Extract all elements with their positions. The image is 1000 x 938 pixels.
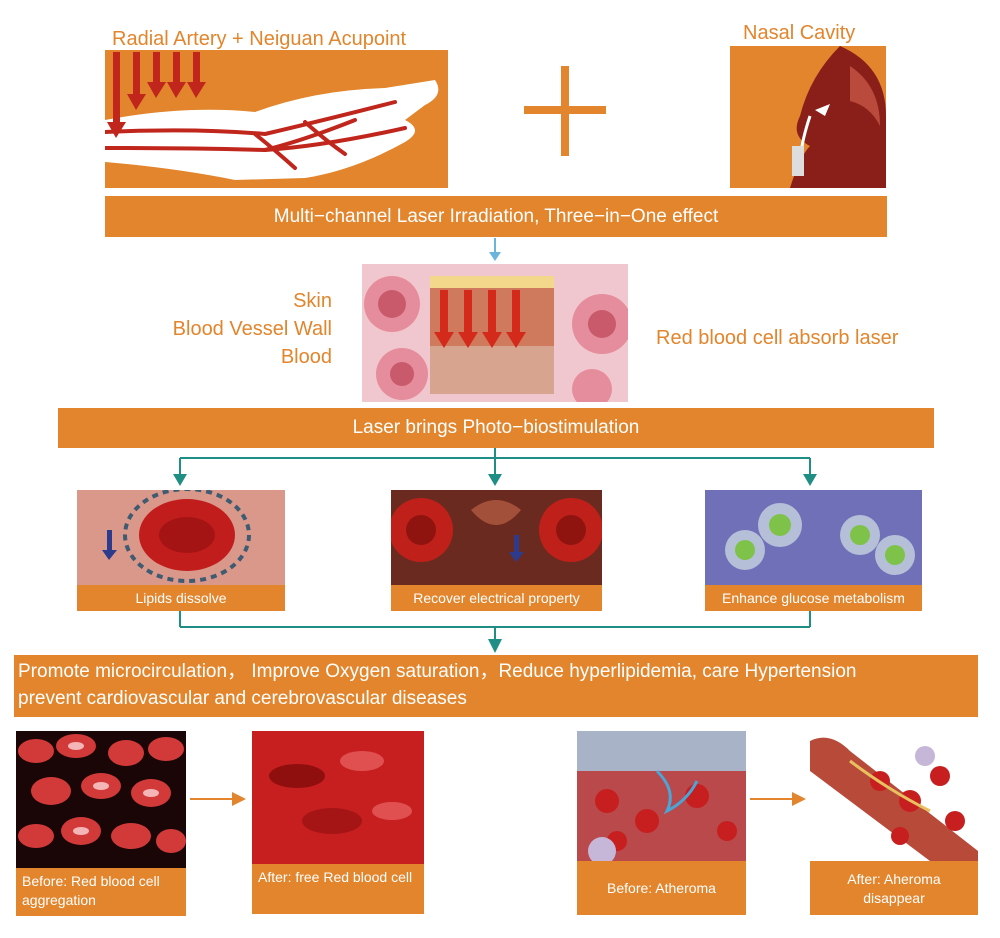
after-rbc-caption: After: free Red blood cell [252,864,424,914]
enhance-glucose-caption: Enhance glucose metabolism [705,585,922,611]
blood-cells-image [362,264,628,402]
arrow-right-icon [190,789,246,809]
benefits-line-2: prevent cardiovascular and cerebrovascul… [18,688,467,709]
before-atheroma-caption: Before: Atheroma [577,861,746,915]
recover-electrical-caption: Recover electrical property [391,585,602,611]
glucose-image [705,490,922,585]
merge-connector [170,611,820,655]
electrical-image [391,490,602,585]
wrist-image [105,50,448,188]
wrist-label: Radial Artery + Neiguan Acupoint [112,28,407,50]
rbc-aggregation-image [16,731,186,868]
benefits-line-1: Promote microcirculation， Improve Oxygen… [18,661,857,682]
after-atheroma-caption: After: Aheroma disappear [810,861,978,915]
lipids-image [77,490,285,585]
down-arrow-icon [488,238,502,262]
atheroma-before-image [577,731,746,861]
nasal-label: Nasal Cavity [743,22,856,44]
benefits-bar: Promote microcirculation， Improve Oxygen… [14,655,978,717]
arrow-right-icon [750,789,806,809]
layer-blood-label: Blood [280,346,332,368]
photo-biostimulation-bar: Laser brings Photo−biostimulation [58,408,934,448]
branch-connector [170,448,820,488]
layer-vessel-wall-label: Blood Vessel Wall [172,318,332,340]
before-rbc-caption: Before: Red blood cell aggregation [16,868,186,916]
atheroma-after-image [810,731,978,861]
nasal-image [730,46,886,188]
lipids-dissolve-caption: Lipids dissolve [77,585,285,611]
laser-irradiation-bar: Multi−channel Laser Irradiation, Three−i… [105,196,887,237]
layer-skin-label: Skin [293,290,332,312]
plus-icon [524,66,606,156]
free-rbc-image [252,731,424,864]
absorb-label: Red blood cell absorb laser [656,327,899,349]
